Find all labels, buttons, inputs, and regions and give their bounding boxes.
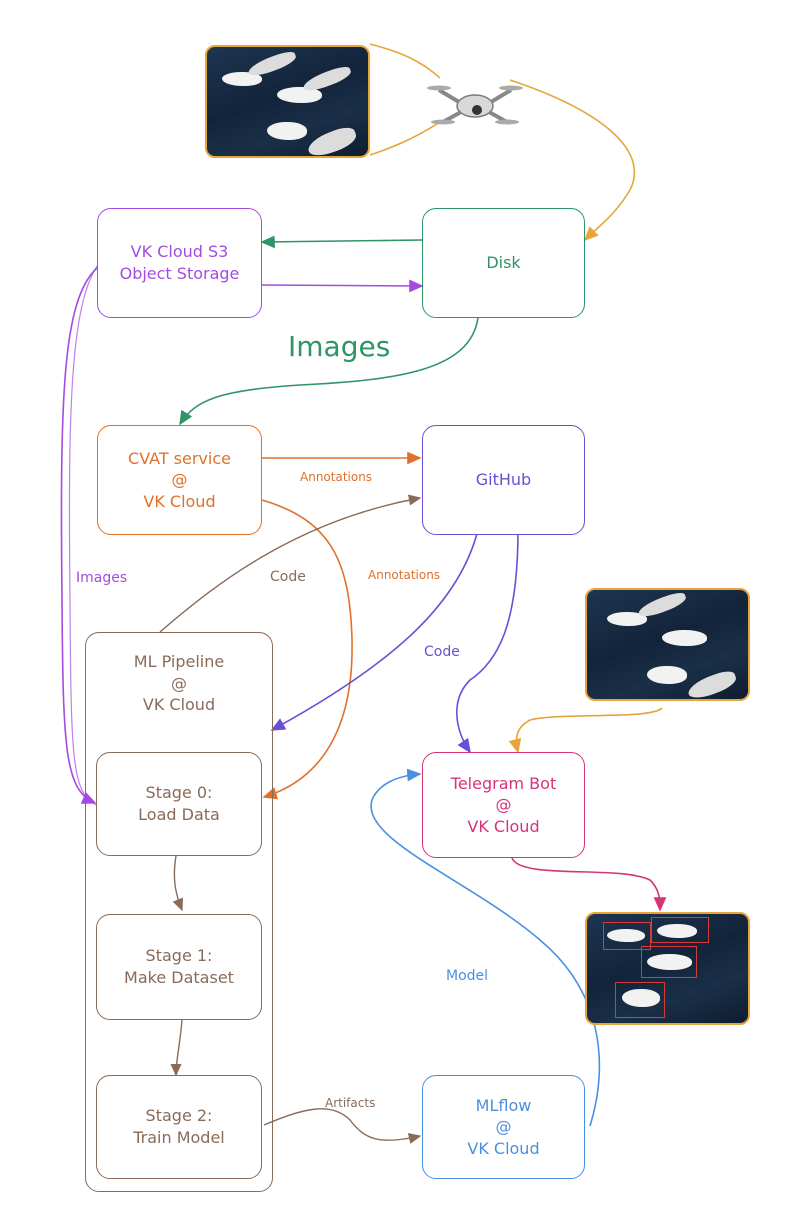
stage0-label-line1: Stage 0: bbox=[145, 783, 213, 803]
cvat-label-line1: CVAT service bbox=[128, 448, 231, 468]
bird-shape bbox=[647, 666, 687, 684]
bird-shape bbox=[277, 87, 322, 103]
annotations-label-1: Annotations bbox=[300, 470, 373, 484]
detection-box bbox=[615, 982, 665, 1018]
mlflow-node: MLflow @ VK Cloud bbox=[422, 1075, 585, 1179]
code-label-1: Code bbox=[270, 569, 306, 585]
edge-github-telegram bbox=[456, 529, 519, 754]
images-big-label: Images bbox=[288, 330, 391, 363]
code-label-2: Code bbox=[424, 644, 460, 660]
disk-label: Disk bbox=[486, 253, 521, 273]
mlflow-label-line1: MLflow bbox=[475, 1095, 532, 1115]
ml-pipeline-label-line2: @ bbox=[171, 673, 187, 693]
bird-shape bbox=[622, 989, 660, 1007]
edge-photo-telegram bbox=[508, 707, 663, 754]
edge-s3-disk bbox=[261, 279, 424, 293]
edge-photo-drone-bottom bbox=[369, 121, 441, 156]
images-side-label: Images bbox=[76, 570, 128, 586]
model-label: Model bbox=[446, 968, 489, 984]
artifacts-label: Artifacts bbox=[325, 1096, 376, 1110]
disk-node: Disk bbox=[422, 208, 585, 318]
bird-shape bbox=[657, 924, 697, 938]
github-node: GitHub bbox=[422, 425, 585, 535]
bird-shape bbox=[607, 929, 645, 942]
stage0-node: Stage 0: Load Data bbox=[96, 752, 262, 856]
telegram-node: Telegram Bot @ VK Cloud bbox=[422, 752, 585, 858]
bird-shape bbox=[222, 72, 262, 86]
stage2-label-line2: Train Model bbox=[133, 1128, 225, 1147]
edge-drone-disk bbox=[509, 79, 636, 242]
edge-telegram-output bbox=[511, 857, 667, 912]
edge-photo-drone-top bbox=[369, 43, 441, 79]
stage0-label-line2: Load Data bbox=[138, 805, 220, 824]
s3-node: VK Cloud S3 Object Storage bbox=[97, 208, 262, 318]
wing-shape bbox=[685, 667, 739, 699]
stage1-node: Stage 1: Make Dataset bbox=[96, 914, 262, 1020]
mlflow-label-line2: @ bbox=[495, 1117, 512, 1137]
detection-box bbox=[603, 922, 651, 950]
edge-stage2-mlflow bbox=[263, 1108, 422, 1144]
drone-icon bbox=[425, 72, 525, 132]
github-label: GitHub bbox=[475, 470, 532, 490]
s3-label-line2: Object Storage bbox=[119, 264, 240, 283]
bird-shape bbox=[267, 122, 307, 140]
input-photo-icon bbox=[585, 588, 750, 701]
wing-shape bbox=[636, 590, 688, 621]
s3-label-line1: VK Cloud S3 bbox=[130, 242, 229, 262]
wing-shape bbox=[246, 48, 298, 80]
mlflow-label-line3: VK Cloud bbox=[467, 1138, 540, 1158]
edge-disk-cvat bbox=[179, 317, 479, 426]
edge-mlflow-telegram bbox=[370, 768, 601, 1127]
edge-disk-s3 bbox=[260, 235, 423, 249]
edge-stage0-stage1 bbox=[172, 855, 184, 912]
stage2-label-line1: Stage 2: bbox=[145, 1106, 213, 1126]
pelicans-photo-icon bbox=[205, 45, 370, 158]
bird-shape bbox=[607, 612, 647, 626]
bird-shape bbox=[662, 630, 707, 646]
edge-stage1-stage2 bbox=[170, 1019, 183, 1077]
stage2-node: Stage 2: Train Model bbox=[96, 1075, 262, 1179]
edge-pipeline-github bbox=[159, 494, 422, 633]
edge-s3-stage0-b bbox=[68, 261, 101, 806]
cvat-label-line3: VK Cloud bbox=[143, 491, 216, 511]
ml-pipeline-label-line1: ML Pipeline bbox=[133, 652, 225, 671]
edge-cvat-stage0 bbox=[261, 499, 353, 800]
stage1-label-line2: Make Dataset bbox=[124, 968, 234, 987]
detection-photo-icon bbox=[585, 912, 750, 1025]
telegram-label-line1: Telegram Bot bbox=[450, 773, 557, 793]
annotations-label-2: Annotations bbox=[368, 568, 441, 582]
cvat-node: CVAT service @ VK Cloud bbox=[97, 425, 262, 535]
cvat-label-line2: @ bbox=[171, 470, 188, 490]
wing-shape bbox=[305, 124, 359, 156]
wing-shape bbox=[301, 63, 353, 95]
telegram-label-line2: @ bbox=[495, 795, 512, 815]
bird-shape bbox=[647, 954, 692, 970]
stage1-label-line1: Stage 1: bbox=[145, 946, 213, 966]
edge-s3-stage0 bbox=[60, 267, 98, 804]
edge-github-pipeline bbox=[270, 529, 479, 731]
ml-pipeline-container: ML Pipeline @ VK Cloud bbox=[85, 632, 273, 1192]
detection-box bbox=[651, 917, 709, 943]
ml-pipeline-label-line3: VK Cloud bbox=[142, 695, 216, 715]
telegram-label-line3: VK Cloud bbox=[467, 816, 540, 836]
detection-box bbox=[641, 946, 697, 978]
